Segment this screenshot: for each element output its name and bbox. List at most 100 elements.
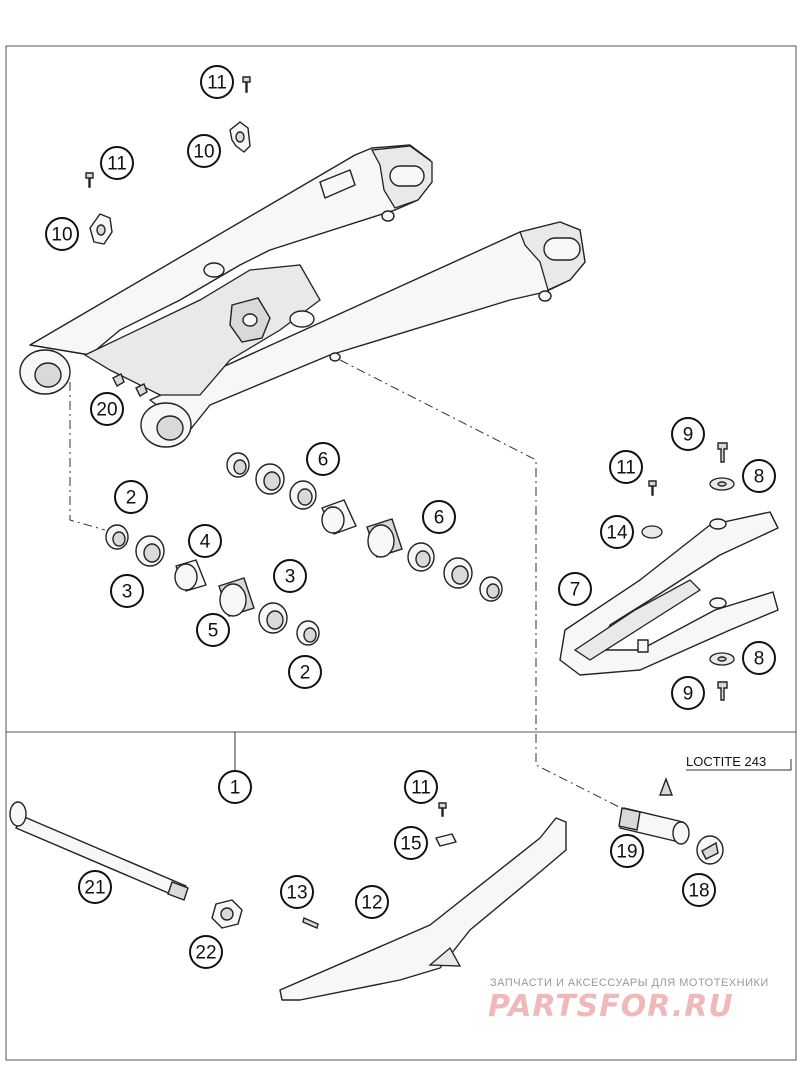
dust-cap-2-left-bore — [112, 531, 126, 547]
leader-loctite — [686, 759, 792, 771]
pivot-alignment-line — [69, 382, 106, 531]
swingarm-bolt-hole — [329, 352, 341, 362]
bolt-alignment-line — [339, 359, 626, 811]
chain-slider-groove — [573, 579, 702, 661]
swingarm-upper-arm — [29, 144, 433, 356]
grease-nipple-20-a — [112, 373, 125, 387]
callout-c2a: 2 — [114, 480, 148, 514]
slider-hardware — [641, 442, 735, 701]
callout-c18: 18 — [682, 873, 716, 907]
loctite-drop-icon — [658, 777, 674, 796]
callout-ring — [742, 641, 776, 675]
screw-9-b — [717, 681, 728, 701]
callout-ring — [110, 574, 144, 608]
lower-axle-slot — [543, 237, 581, 261]
callout-c11b: 11 — [100, 146, 134, 180]
seal-upper-bore — [263, 471, 281, 491]
callout-ring — [196, 613, 230, 647]
washer-8-b-bore — [717, 656, 727, 662]
callout-number: 19 — [616, 842, 637, 863]
callout-number: 21 — [84, 878, 105, 899]
callout-number: 22 — [195, 943, 216, 964]
callout-ring — [114, 480, 148, 514]
callout-ring — [90, 392, 124, 426]
callout-c4: 4 — [188, 524, 222, 558]
callout-number: 9 — [683, 425, 694, 446]
callout-number: 8 — [754, 649, 765, 670]
callout-c19: 19 — [610, 834, 644, 868]
watermark-brand: PARTSFOR.RU — [488, 989, 734, 1024]
callout-number: 3 — [285, 567, 296, 588]
callout-ring — [280, 875, 314, 909]
dust-cap-upper-bore — [233, 459, 247, 475]
screw-11-c — [648, 480, 657, 496]
loctite-note: LOCTITE 243 — [686, 754, 766, 769]
leader-lines — [234, 732, 792, 771]
callout-c13: 13 — [280, 875, 314, 909]
swingarm-axle-21-thread — [167, 881, 189, 901]
cap-18-logo — [701, 841, 719, 860]
callout-ring — [404, 770, 438, 804]
pivot-bearing-parts — [105, 452, 503, 646]
clamp-10-a-hole — [235, 131, 245, 143]
callout-c11c: 11 — [609, 450, 643, 484]
seal-upper-right-bore — [451, 565, 469, 585]
callout-number: 10 — [51, 225, 72, 246]
slider-mount-hole-b — [709, 597, 727, 609]
lower-mount-boss — [289, 310, 315, 328]
callout-c10a: 10 — [187, 134, 221, 168]
callout-number: 11 — [207, 73, 227, 94]
nut-14 — [641, 525, 663, 539]
callout-ring — [218, 770, 252, 804]
chain-slider-body — [559, 511, 779, 676]
callout-ring — [78, 870, 112, 904]
grease-nipple-20-b — [135, 383, 148, 397]
callout-c21: 21 — [78, 870, 112, 904]
screw-9-a — [717, 442, 728, 463]
swingarm-axle-21-head — [9, 801, 27, 827]
callout-number: 7 — [570, 580, 581, 601]
lower-tab — [538, 290, 552, 302]
slider-mount-hole-a — [709, 518, 727, 530]
callout-ring — [306, 442, 340, 476]
washer-8-a-bore — [717, 481, 727, 487]
pivot-bolt-19-thread — [618, 807, 641, 831]
upper-axle-slot — [389, 165, 425, 187]
callout-c9b: 9 — [671, 676, 705, 710]
callout-ring — [422, 500, 456, 534]
callout-ring — [610, 834, 644, 868]
watermark-tagline: ЗАПЧАСТИ И АКСЕССУАРЫ ДЛЯ МОТОТЕХНИКИ — [490, 977, 769, 989]
callout-c6a: 6 — [306, 442, 340, 476]
callout-ring — [273, 559, 307, 593]
callout-number: 6 — [434, 508, 445, 529]
callout-number: 20 — [96, 400, 117, 421]
bushing-upper-face — [321, 506, 345, 534]
chain-slider-7 — [559, 511, 779, 676]
dust-cap-2-right-bore — [303, 627, 317, 643]
callout-number: 10 — [193, 142, 214, 163]
alignment-lines — [69, 359, 626, 811]
callout-c20: 20 — [90, 392, 124, 426]
callout-ring — [742, 459, 776, 493]
right-pivot-bore — [156, 415, 184, 441]
callout-number: 6 — [318, 450, 329, 471]
clamp-10-b-hole — [96, 224, 106, 236]
lower-parts — [9, 777, 724, 1001]
needle-bearing-5-face — [219, 583, 247, 617]
callout-number: 11 — [616, 458, 636, 479]
callout-number: 13 — [286, 883, 307, 904]
callout-number: 2 — [300, 663, 311, 684]
callout-ring — [187, 134, 221, 168]
screw-11-b — [85, 172, 94, 188]
seal-3-left-bore — [143, 543, 161, 563]
callout-number: 15 — [400, 834, 421, 855]
callout-ring — [682, 873, 716, 907]
swingarm — [19, 144, 586, 448]
dust-cap-upper-right-bore — [486, 583, 500, 599]
screw-13 — [302, 917, 319, 929]
bushing-4-face — [174, 563, 198, 591]
callout-number: 14 — [606, 523, 628, 544]
diagram-frames — [5, 45, 797, 1061]
callout-c8b: 8 — [742, 641, 776, 675]
